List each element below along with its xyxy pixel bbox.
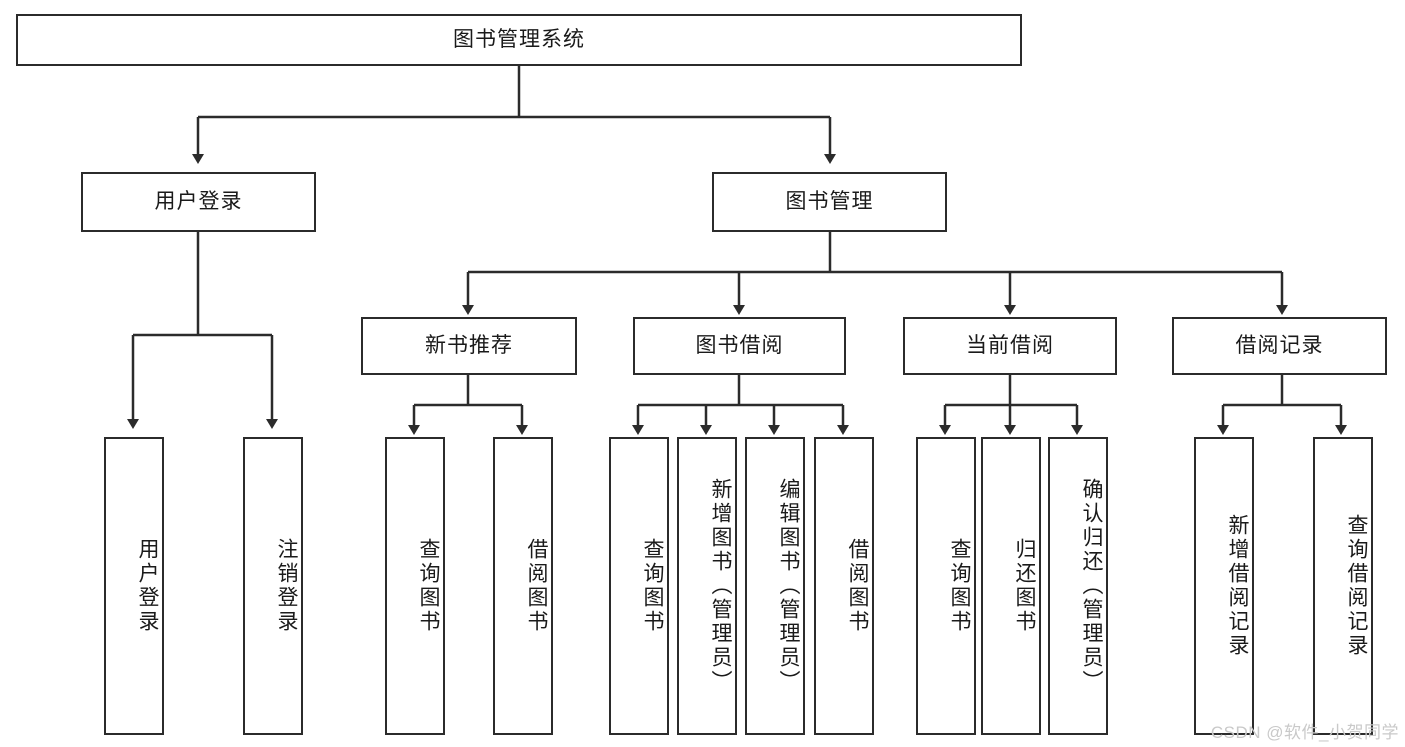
node-book-manage-label: 图书管理: [785, 190, 874, 214]
node-leaf-query-record[interactable]: 查询借阅记录: [1313, 437, 1373, 735]
node-leaf-return-book[interactable]: 归还图书: [981, 437, 1041, 735]
node-leaf-query-book-2[interactable]: 查询图书: [609, 437, 669, 735]
node-leaf-add-record[interactable]: 新增借阅记录: [1194, 437, 1254, 735]
node-user-login-label: 用户登录: [154, 190, 243, 214]
node-new-book-rec-label: 新书推荐: [425, 334, 513, 358]
node-leaf-borrow-book-2-label: 借阅图书: [846, 538, 869, 634]
node-leaf-edit-book[interactable]: 编辑图书（管理员）: [745, 437, 805, 735]
node-leaf-query-book-1-label: 查询图书: [417, 538, 440, 634]
node-leaf-query-book-2-label: 查询图书: [641, 538, 664, 634]
node-leaf-query-book-3-label: 查询图书: [948, 538, 971, 634]
node-book-borrow-label: 图书借阅: [695, 334, 784, 358]
node-leaf-query-book-1[interactable]: 查询图书: [385, 437, 445, 735]
node-leaf-user-login[interactable]: 用户登录: [104, 437, 164, 735]
node-leaf-return-book-label: 归还图书: [1013, 538, 1036, 634]
node-leaf-user-login-label: 用户登录: [136, 538, 159, 634]
node-leaf-query-record-label: 查询借阅记录: [1345, 514, 1368, 658]
node-leaf-edit-book-label: 编辑图书（管理员）: [777, 478, 800, 694]
node-leaf-confirm-return[interactable]: 确认归还（管理员）: [1048, 437, 1108, 735]
node-borrow-record[interactable]: 借阅记录: [1172, 317, 1387, 375]
node-leaf-logout-login[interactable]: 注销登录: [243, 437, 303, 735]
node-user-login[interactable]: 用户登录: [81, 172, 316, 232]
node-leaf-logout-login-label: 注销登录: [275, 538, 298, 634]
node-leaf-query-book-3[interactable]: 查询图书: [916, 437, 976, 735]
node-leaf-add-book-label: 新增图书（管理员）: [709, 478, 732, 694]
node-leaf-confirm-return-label: 确认归还（管理员）: [1080, 478, 1103, 694]
node-root-system-label: 图书管理系统: [453, 28, 585, 52]
node-root-system[interactable]: 图书管理系统: [16, 14, 1022, 66]
node-book-borrow[interactable]: 图书借阅: [633, 317, 846, 375]
node-current-borrow[interactable]: 当前借阅: [903, 317, 1117, 375]
node-leaf-borrow-book-2[interactable]: 借阅图书: [814, 437, 874, 735]
node-leaf-borrow-book-1[interactable]: 借阅图书: [493, 437, 553, 735]
node-leaf-add-book[interactable]: 新增图书（管理员）: [677, 437, 737, 735]
node-borrow-record-label: 借阅记录: [1235, 334, 1324, 358]
node-current-borrow-label: 当前借阅: [966, 334, 1054, 358]
node-leaf-borrow-book-1-label: 借阅图书: [525, 538, 548, 634]
node-new-book-rec[interactable]: 新书推荐: [361, 317, 577, 375]
node-book-manage[interactable]: 图书管理: [712, 172, 947, 232]
node-leaf-add-record-label: 新增借阅记录: [1226, 514, 1249, 658]
